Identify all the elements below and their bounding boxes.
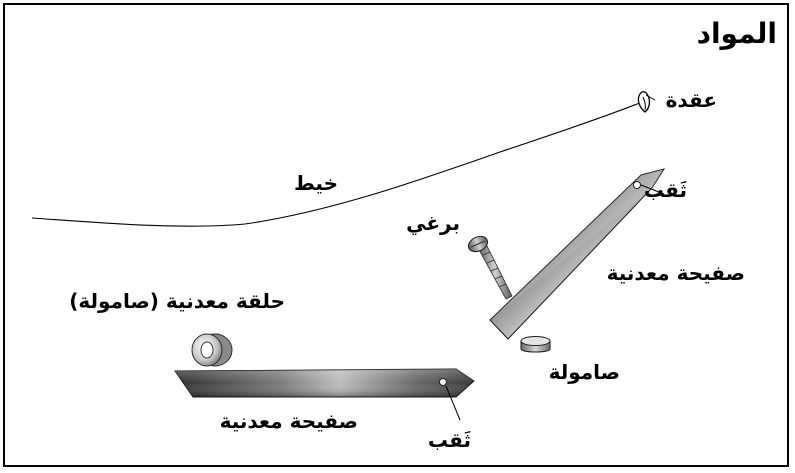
label-hole-lower: ثَقب	[427, 428, 471, 452]
knot-icon	[637, 91, 656, 113]
label-plate-lower: صفيحة معدنية	[219, 409, 358, 433]
page-title: المواد	[696, 17, 777, 50]
label-nut-upper: صامولة	[548, 360, 620, 384]
label-thread: خيط	[294, 171, 338, 195]
screw-icon	[467, 235, 513, 300]
metal-plate-lower	[174, 368, 475, 398]
label-hole-upper: ثَقب	[643, 178, 687, 202]
nut-upper-icon	[520, 336, 551, 353]
hole-upper-leader	[640, 184, 665, 195]
thread-line	[31, 101, 643, 227]
label-plate-upper: صفيحة معدنية	[606, 261, 745, 285]
hole-lower-icon	[439, 378, 447, 386]
label-screw: برغي	[406, 211, 460, 235]
washer-icon	[191, 333, 233, 367]
hole-lower-leader	[445, 385, 461, 421]
label-washer: حلقة معدنية (صامولة)	[69, 289, 285, 313]
hole-upper-icon	[633, 181, 641, 189]
label-knot: عقدة	[665, 88, 717, 112]
metal-plate-upper	[489, 168, 666, 340]
